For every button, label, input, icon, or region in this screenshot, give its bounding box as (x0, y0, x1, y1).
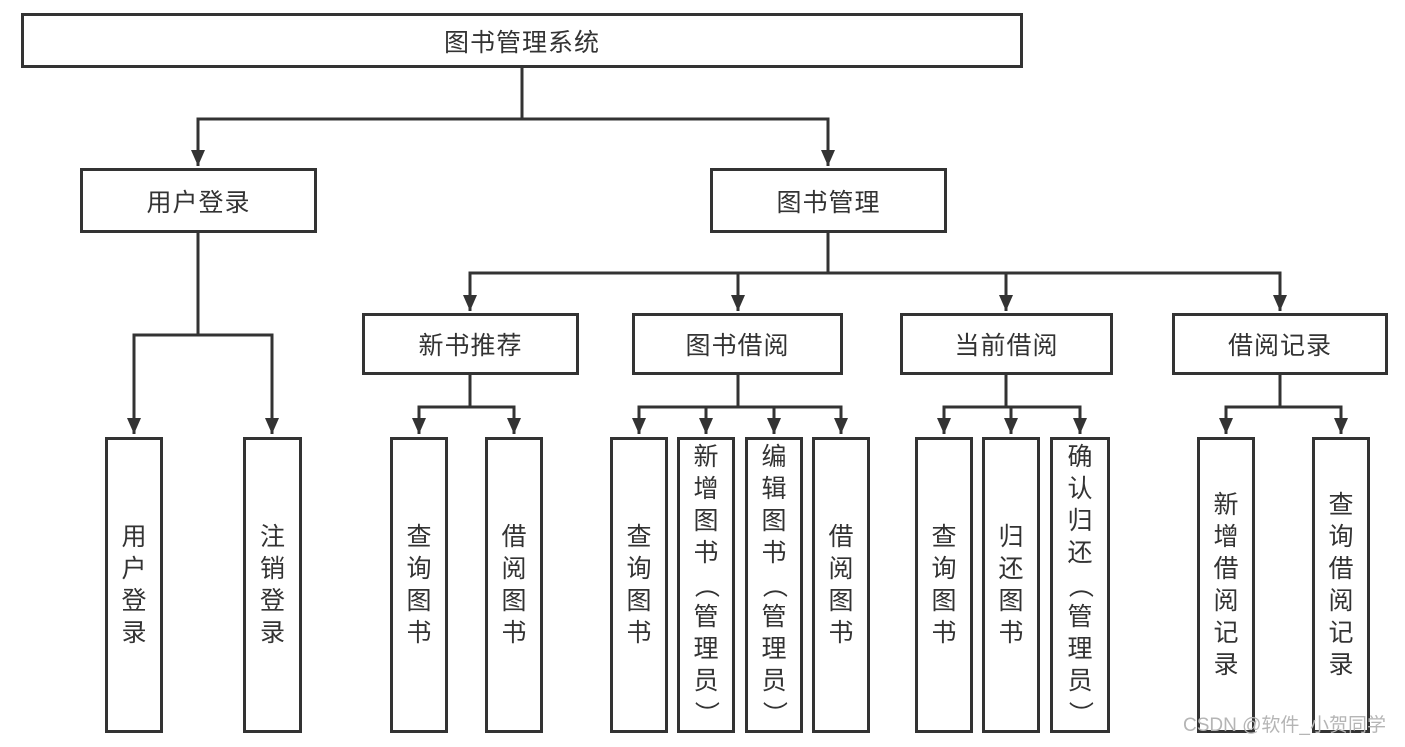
leaf-logout: 注销登录 (243, 437, 302, 733)
leaf-br-add-label: 新增借阅记录 (1213, 490, 1239, 679)
leaf-cb-return: 归还图书 (982, 437, 1040, 733)
leaf-cb-query-label: 查询图书 (931, 522, 957, 647)
node-current-borrow-label: 当前借阅 (954, 332, 1059, 360)
leaf-cb-confirm: 确认归还（管理员） (1050, 437, 1110, 733)
leaf-bb-borrow: 借阅图书 (812, 437, 870, 733)
node-user-login: 用户登录 (80, 168, 317, 233)
leaf-user-login-label: 用户登录 (121, 522, 147, 647)
node-root: 图书管理系统 (21, 13, 1023, 68)
leaf-bb-borrow-label: 借阅图书 (828, 522, 854, 647)
leaf-bb-edit: 编辑图书（管理员） (745, 437, 803, 733)
connector-skeleton (132, 66, 1343, 409)
node-borrow-record-label: 借阅记录 (1227, 332, 1332, 360)
leaf-bb-query-label: 查询图书 (626, 522, 652, 647)
leaf-nb-borrow: 借阅图书 (485, 437, 543, 733)
node-current-borrow: 当前借阅 (900, 313, 1113, 375)
node-new-book-rec-label: 新书推荐 (418, 332, 523, 360)
leaf-user-login: 用户登录 (105, 437, 163, 733)
leaf-nb-borrow-label: 借阅图书 (501, 522, 527, 647)
node-book-mgmt: 图书管理 (710, 168, 947, 233)
leaf-bb-query: 查询图书 (610, 437, 668, 733)
csdn-watermark: CSDN @软件_小贺同学 (1183, 715, 1386, 736)
leaf-br-query-label: 查询借阅记录 (1328, 490, 1354, 679)
leaf-bb-add: 新增图书（管理员） (677, 437, 735, 733)
node-book-borrow-label: 图书借阅 (685, 332, 790, 360)
leaf-bb-edit-label: 编辑图书（管理员） (760, 442, 789, 726)
leaf-logout-label: 注销登录 (259, 522, 285, 647)
leaf-cb-confirm-label: 确认归还（管理员） (1066, 442, 1095, 726)
node-book-borrow: 图书借阅 (632, 313, 843, 375)
node-user-login-label: 用户登录 (146, 188, 251, 217)
leaf-br-query: 查询借阅记录 (1312, 437, 1370, 733)
leaf-cb-return-label: 归还图书 (998, 522, 1024, 647)
leaf-br-add: 新增借阅记录 (1197, 437, 1255, 733)
leaf-cb-query: 查询图书 (915, 437, 973, 733)
leaf-nb-query: 查询图书 (390, 437, 448, 733)
node-borrow-record: 借阅记录 (1172, 313, 1388, 375)
leaf-bb-add-label: 新增图书（管理员） (692, 442, 721, 726)
leaf-nb-query-label: 查询图书 (406, 522, 432, 647)
node-book-mgmt-label: 图书管理 (776, 188, 881, 217)
node-root-label: 图书管理系统 (443, 28, 600, 57)
node-new-book-rec: 新书推荐 (362, 313, 579, 375)
